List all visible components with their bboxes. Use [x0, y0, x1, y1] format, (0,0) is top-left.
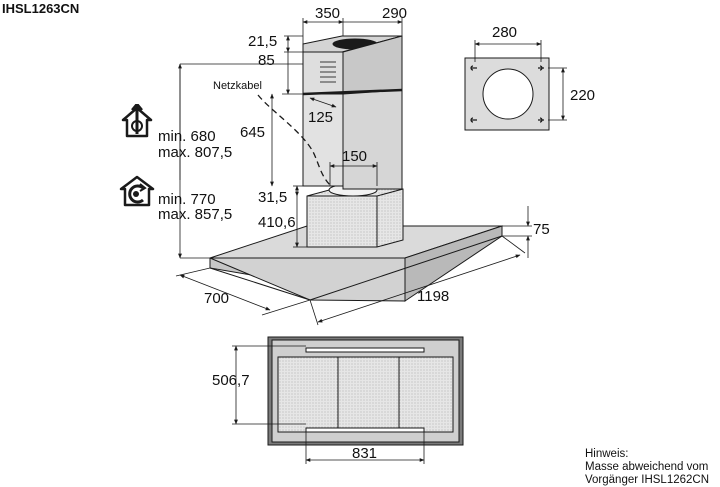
- dim-top-section: 85: [258, 52, 275, 69]
- dim-hood-depth: 700: [204, 290, 230, 307]
- dim-box-offset: 31,5: [258, 189, 288, 206]
- bracket-dimension-lines: [474, 40, 567, 121]
- model-label: IHSL1263CN: [2, 1, 80, 16]
- note-line1: Masse abweichend vom: [585, 461, 709, 473]
- dim-box-height: 410,6: [258, 214, 296, 231]
- dim-top-offset: 21,5: [248, 33, 278, 50]
- dim-bracket-height: 220: [570, 87, 596, 104]
- cable-label: Netzkabel: [213, 80, 262, 92]
- dim-filter-width: 831: [352, 445, 378, 462]
- chimney-lower-front: [302, 93, 344, 187]
- recirculation-box: [306, 183, 404, 248]
- dim-chimney-width: 350: [315, 5, 341, 22]
- dim-hood-thickness: 75: [533, 221, 550, 238]
- bottom-dimension-lines: [232, 345, 425, 464]
- wall-bracket: [464, 57, 550, 131]
- chimney-vent-slots: [320, 61, 336, 83]
- dim-hood-width: 1198: [417, 288, 450, 305]
- bracket-screw-slots: [470, 65, 544, 123]
- recirculation-max: max. 857,5: [158, 206, 233, 223]
- note-line2: Vorgänger IHSL1262CN: [585, 474, 710, 486]
- dimension-lines: [175, 18, 532, 326]
- dim-cable-offset: 125: [308, 109, 334, 126]
- extraction-min: min. 680: [158, 128, 216, 145]
- bracket-outlet-circle: [482, 68, 534, 120]
- extraction-max: max. 807,5: [158, 144, 233, 161]
- power-cable: [257, 94, 331, 186]
- dim-chimney-depth: 290: [382, 5, 408, 22]
- bottom-view: [267, 336, 464, 446]
- house-arrow-up-icon: [121, 104, 153, 138]
- house-recirculation-icon: [119, 175, 155, 207]
- recirculation-min: min. 770: [158, 191, 216, 208]
- dim-outlet-diameter: 150: [342, 148, 368, 165]
- chimney-lower-side: [342, 89, 403, 190]
- dim-filter-depth: 506,7: [212, 372, 250, 389]
- bottom-rail-top: [305, 347, 425, 353]
- bottom-rail-bottom: [305, 427, 425, 433]
- dim-bracket-width: 280: [492, 24, 518, 41]
- dim-chimney-height: 645: [240, 124, 266, 141]
- note-title: Hinweis:: [585, 448, 629, 460]
- chimney-upper-front: [302, 51, 344, 95]
